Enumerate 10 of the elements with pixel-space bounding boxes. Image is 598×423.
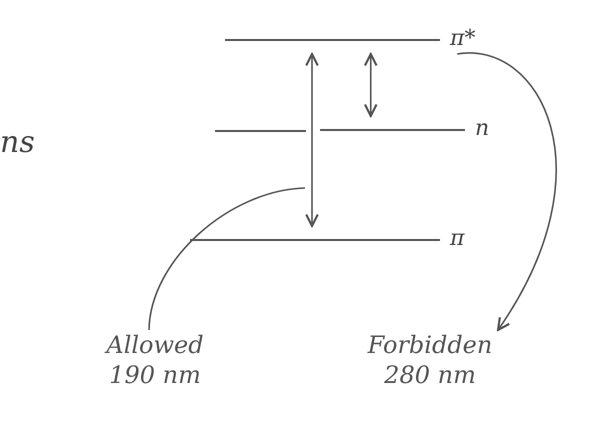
- cut-off-text: ns: [0, 125, 35, 160]
- arrow: [364, 52, 378, 118]
- level-label: π*: [450, 26, 476, 52]
- transition-note: Allowed 190 nm: [95, 330, 215, 390]
- level-label: π: [450, 226, 464, 252]
- arrow: [305, 52, 319, 228]
- arrow: [457, 52, 556, 332]
- level-label: n: [475, 116, 490, 142]
- transition-note: Forbidden 280 nm: [345, 330, 515, 390]
- leader-line: [148, 187, 306, 330]
